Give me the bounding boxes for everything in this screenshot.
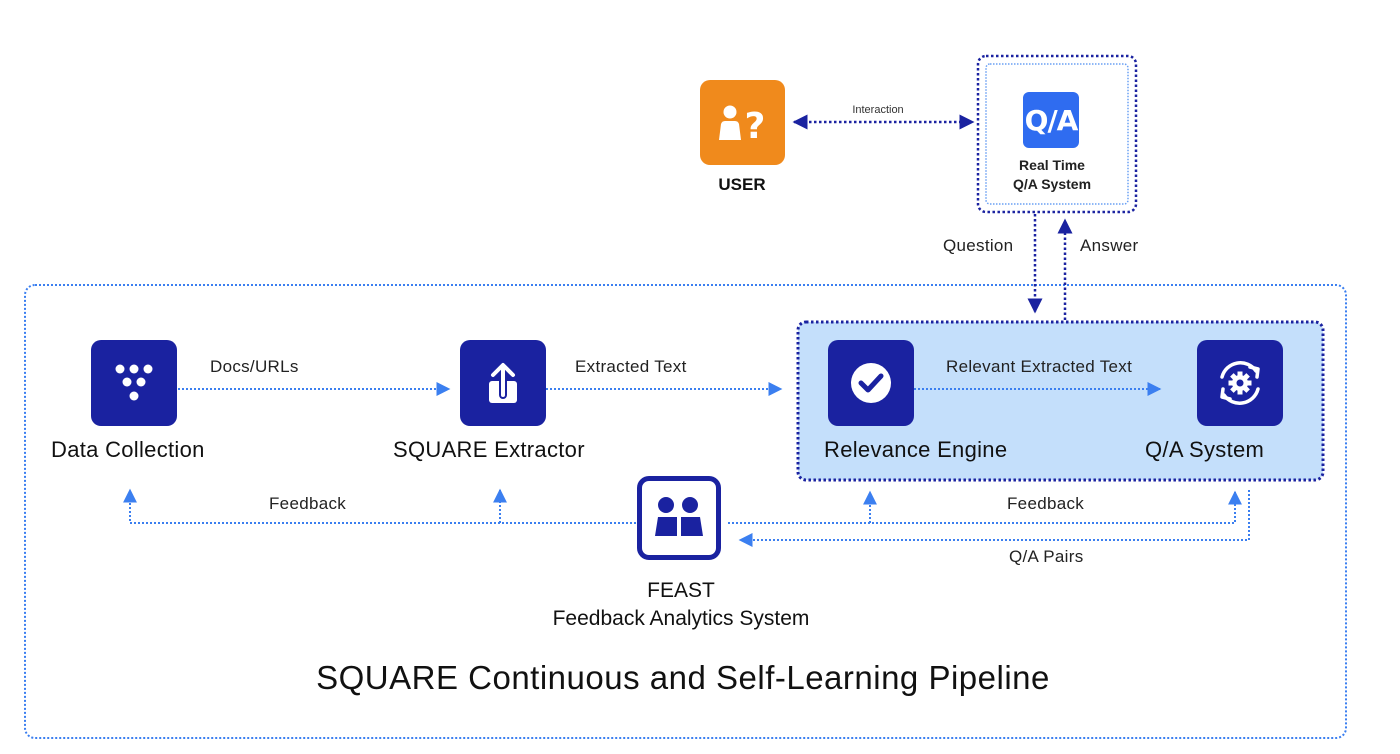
realtime-qa-label-line2: Q/A System [1012, 176, 1092, 192]
qa-system-icon-box[interactable] [1197, 340, 1283, 426]
svg-text:?: ? [744, 106, 765, 146]
user-question-icon: ? [718, 105, 765, 146]
dots-funnel-icon [115, 364, 153, 401]
user-node-icon-box[interactable]: ? [700, 80, 785, 165]
extracted-text-label: Extracted Text [575, 357, 687, 376]
feedback-right-line [728, 490, 1242, 524]
feast-label-line1: FEAST [647, 579, 715, 602]
upload-icon [489, 363, 517, 403]
qa-icon: Q/A [1024, 103, 1079, 137]
gear-sync-icon [1220, 361, 1260, 405]
qa-pairs-line [738, 490, 1250, 547]
question-label: Question [943, 236, 1014, 255]
feedback-right-label: Feedback [1007, 494, 1085, 513]
relevance-engine-icon-box[interactable] [828, 340, 914, 426]
pipeline-title: SQUARE Continuous and Self-Learning Pipe… [316, 659, 1050, 696]
feedback-left-label: Feedback [269, 494, 347, 513]
data-collection-label: Data Collection [51, 437, 205, 462]
feast-icon-box[interactable] [637, 476, 721, 560]
data-collection-icon-box[interactable] [91, 340, 177, 426]
realtime-qa-label-line1: Real Time [1019, 157, 1085, 173]
extractor-label: SQUARE Extractor [393, 437, 585, 462]
pipeline-container [24, 284, 1347, 739]
user-label: USER [718, 175, 766, 194]
extractor-icon-box[interactable] [460, 340, 546, 426]
feedback-left-line [123, 488, 636, 524]
realtime-qa-icon-box[interactable]: Q/A [1023, 92, 1079, 148]
realtime-qa-inner-box [985, 63, 1129, 205]
check-circle-icon [851, 363, 891, 403]
realtime-qa-outer-box [976, 54, 1138, 214]
people-icon [655, 497, 703, 536]
relevance-engine-label: Relevance Engine [824, 437, 1008, 462]
qa-system-label: Q/A System [1145, 437, 1265, 462]
relevant-extracted-text-label: Relevant Extracted Text [946, 357, 1133, 376]
feast-label-line2: Feedback Analytics System [552, 607, 810, 630]
qa-pairs-label: Q/A Pairs [1009, 547, 1084, 566]
relevance-qa-container [796, 320, 1325, 482]
answer-label: Answer [1080, 236, 1139, 255]
docs-urls-label: Docs/URLs [210, 357, 299, 376]
interaction-label: Interaction [852, 104, 904, 116]
